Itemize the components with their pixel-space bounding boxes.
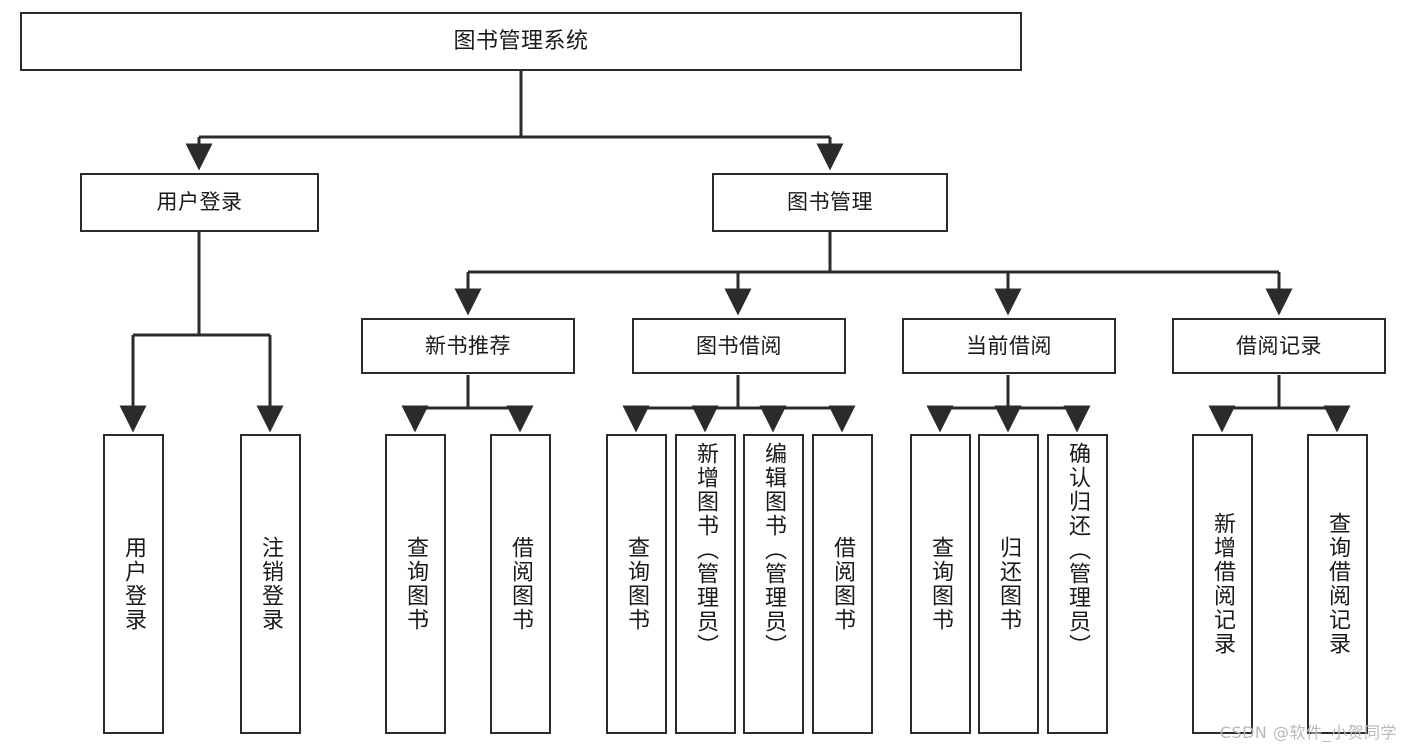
node-root-label: 图书管理系统 <box>453 28 589 54</box>
node-leaf-query-book-1[interactable]: 查询图书 <box>385 434 446 734</box>
node-leaf-query-record-label: 查询借阅记录 <box>1325 512 1351 656</box>
node-leaf-logout[interactable]: 注销登录 <box>240 434 301 734</box>
node-book-manage[interactable]: 图书管理 <box>712 173 948 232</box>
node-leaf-logout-label: 注销登录 <box>258 536 284 632</box>
node-book-borrow[interactable]: 图书借阅 <box>632 318 846 374</box>
node-new-book-rec-label: 新书推荐 <box>425 333 511 358</box>
node-leaf-borrow-book-1-label: 借阅图书 <box>508 536 534 632</box>
node-leaf-query-book-1-label: 查询图书 <box>403 536 429 632</box>
node-leaf-user-login[interactable]: 用户登录 <box>103 434 164 734</box>
node-borrow-record-label: 借阅记录 <box>1236 333 1322 358</box>
node-leaf-borrow-book-2[interactable]: 借阅图书 <box>812 434 873 734</box>
node-leaf-edit-book-label: 编辑图书（管理员） <box>761 442 787 658</box>
node-leaf-query-book-2[interactable]: 查询图书 <box>606 434 667 734</box>
node-user-login[interactable]: 用户登录 <box>80 173 319 232</box>
node-current-borrow-label: 当前借阅 <box>966 333 1052 358</box>
watermark: CSDN @软件_小贺同学 <box>1219 723 1397 742</box>
node-book-borrow-label: 图书借阅 <box>696 333 782 358</box>
node-leaf-add-record-label: 新增借阅记录 <box>1210 512 1236 656</box>
node-leaf-query-book-3[interactable]: 查询图书 <box>910 434 971 734</box>
node-leaf-edit-book[interactable]: 编辑图书（管理员） <box>743 434 804 734</box>
node-leaf-return-book[interactable]: 归还图书 <box>978 434 1039 734</box>
node-book-manage-label: 图书管理 <box>787 190 873 215</box>
node-leaf-borrow-book-1[interactable]: 借阅图书 <box>490 434 551 734</box>
node-leaf-query-book-2-label: 查询图书 <box>624 536 650 632</box>
node-leaf-confirm-return-label: 确认归还（管理员） <box>1065 442 1091 658</box>
node-borrow-record[interactable]: 借阅记录 <box>1172 318 1386 374</box>
node-leaf-query-record[interactable]: 查询借阅记录 <box>1307 434 1368 734</box>
node-leaf-add-book-label: 新增图书（管理员） <box>693 442 719 658</box>
node-user-login-label: 用户登录 <box>156 190 243 215</box>
node-leaf-return-book-label: 归还图书 <box>996 536 1022 632</box>
node-leaf-query-book-3-label: 查询图书 <box>928 536 954 632</box>
node-root[interactable]: 图书管理系统 <box>20 12 1022 71</box>
node-leaf-user-login-label: 用户登录 <box>121 536 147 632</box>
node-leaf-add-record[interactable]: 新增借阅记录 <box>1192 434 1253 734</box>
node-leaf-borrow-book-2-label: 借阅图书 <box>830 536 856 632</box>
node-leaf-add-book[interactable]: 新增图书（管理员） <box>675 434 736 734</box>
node-new-book-rec[interactable]: 新书推荐 <box>361 318 575 374</box>
node-current-borrow[interactable]: 当前借阅 <box>902 318 1116 374</box>
node-leaf-confirm-return[interactable]: 确认归还（管理员） <box>1047 434 1108 734</box>
